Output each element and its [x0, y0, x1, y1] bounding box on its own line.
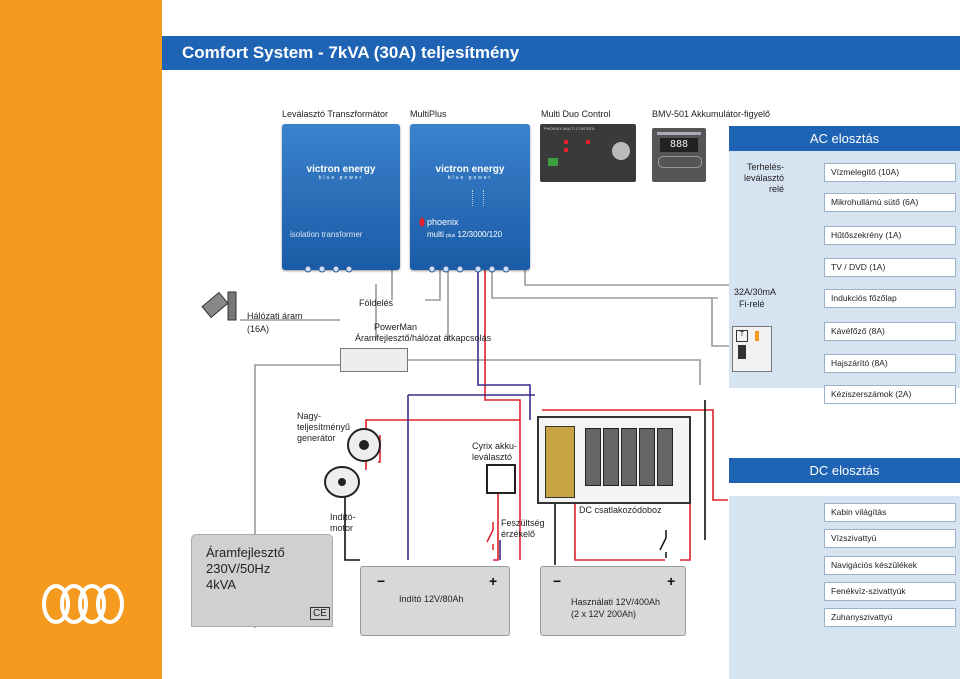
- ac-load-item: Vízmelegítő (10A): [824, 163, 956, 182]
- ce-mark: CE: [310, 607, 330, 620]
- dc-load-item: Navigációs készülékek: [824, 556, 956, 575]
- house-battery-label: Használati 12V/400Ah: [571, 597, 661, 607]
- dc-fuse: [657, 428, 673, 486]
- main-busbar: [545, 426, 575, 498]
- multi-model-plus: plus: [446, 233, 456, 239]
- multi-model-rating: 12/3000/120: [457, 230, 503, 239]
- dc-fuse: [621, 428, 637, 486]
- bmv-display: 888: [660, 138, 698, 152]
- shore-plug-icon: [201, 291, 237, 321]
- alternator-icon: [347, 428, 381, 462]
- dc-box-label: DC csatlakozódoboz: [579, 505, 662, 515]
- grid-power-label: Hálózati áram (16A): [247, 311, 303, 334]
- rcd-name: Fi-relé: [739, 299, 765, 309]
- generator-name: Áramfejlesztő: [206, 545, 285, 560]
- starter-label: Indító-motor: [330, 512, 356, 533]
- starter-battery: − + Indító 12V/80Ah: [360, 566, 510, 636]
- duo-led-red: [564, 140, 568, 144]
- ac-load-item: TV / DVD (1A): [824, 258, 956, 277]
- accent-strip: [0, 0, 162, 679]
- page-title: Comfort System - 7kVA (30A) teljesítmény: [162, 36, 960, 70]
- isolation-transformer: victron energy blue power isolation tran…: [282, 124, 400, 270]
- starter-neg-terminal: −: [377, 573, 386, 589]
- load-relay-label: Terhelés-leválasztó relé: [743, 162, 784, 194]
- duo-knob-icon: [612, 142, 630, 160]
- phoenix-flame-icon: [419, 217, 425, 227]
- rcd-test-button: T: [736, 330, 748, 342]
- ac-load-item: Kávéfőző (8A): [824, 322, 956, 341]
- multi-brand-logo: victron energy: [435, 164, 505, 175]
- multi-model-prefix: multi: [427, 230, 444, 239]
- bmv-buttons: [658, 156, 702, 168]
- dc-distribution-box: [537, 416, 691, 504]
- ac-load-item: Hajszárító (8A): [824, 354, 956, 373]
- ac-load-item: Indukciós főzőlap: [824, 289, 956, 308]
- house-battery-sub-label: (2 x 12V 200Ah): [571, 609, 637, 619]
- cyrix-label: Cyrix akku-leválasztó: [472, 441, 518, 462]
- dc-load-item: Vízszivattyú: [824, 529, 956, 548]
- dc-panel-title: DC elosztás: [729, 458, 960, 483]
- rcd-rating: 32A/30mA: [734, 287, 777, 297]
- main-switch-icon: [659, 530, 667, 558]
- sense-switch-icon: [486, 522, 494, 550]
- powerman-switch: [340, 348, 408, 372]
- rcd-lever: [738, 345, 746, 359]
- duo-heading: PHOENIX MULTI CONTROL: [544, 126, 596, 131]
- status-leds: [472, 190, 484, 206]
- ac-load-item: Mikrohullámú sütő (6A): [824, 193, 956, 212]
- multi-brand-tagline: blue power: [447, 175, 493, 181]
- dc-fuse: [639, 428, 655, 486]
- dc-load-item: Fenékvíz-szivattyúk: [824, 582, 956, 601]
- dc-load-item: Zuhanyszivattyú: [824, 608, 956, 627]
- ac-load-item: Kéziszerszámok (2A): [824, 385, 956, 404]
- brand-tagline: blue power: [318, 175, 364, 181]
- starter-pos-terminal: +: [489, 573, 498, 589]
- powerman-sub-label: Áramfejlesztő/hálózat átkapcsolás: [355, 333, 492, 343]
- rcd-indicator: [755, 331, 759, 341]
- dc-fuse: [603, 428, 619, 486]
- multiplus-inverter: victron energy blue power phoenix multi …: [410, 124, 530, 270]
- house-neg-terminal: −: [553, 573, 562, 589]
- generator-voltage: 230V/50Hz: [206, 561, 271, 576]
- duo-led-red-3: [586, 140, 590, 144]
- voltage-sensing-label: Feszültség érzékelő: [501, 518, 545, 539]
- brand-logo: victron energy: [306, 164, 376, 175]
- dc-fuse: [585, 428, 601, 486]
- bmv-monitor: 888: [652, 128, 706, 182]
- multi-brand: phoenix: [427, 217, 459, 227]
- starter-battery-label: Indító 12V/80Ah: [399, 594, 464, 604]
- alternator-label: Nagy-teljesítményű generátor: [297, 411, 351, 443]
- house-pos-terminal: +: [667, 573, 676, 589]
- terminal-block: [304, 265, 510, 273]
- generator-power: 4kVA: [206, 577, 237, 592]
- ac-load-item: Hűtőszekrény (1A): [824, 226, 956, 245]
- generator-unit: Áramfejlesztő 230V/50Hz 4kVA CE: [191, 534, 333, 627]
- powerman-label: PowerMan: [374, 322, 418, 332]
- starter-motor-icon: [324, 466, 360, 498]
- duo-led-red-2: [564, 148, 568, 152]
- label-transformer: Leválasztó Transzformátor: [282, 109, 389, 119]
- cyrix-device: [486, 464, 516, 494]
- duo-switch: [548, 158, 558, 166]
- label-duo-control: Multi Duo Control: [541, 109, 611, 119]
- dc-load-item: Kabin világítás: [824, 503, 956, 522]
- rcd-breaker: T: [732, 326, 772, 372]
- victron-logo-icon: [42, 584, 124, 624]
- label-multiplus: MultiPlus: [410, 109, 447, 119]
- label-bmv: BMV-501 Akkumulátor-figyelő: [652, 109, 771, 119]
- transformer-text: isolation transformer: [290, 230, 363, 239]
- earthing-label: Földelés: [359, 298, 394, 308]
- duo-control-panel: PHOENIX MULTI CONTROL: [540, 124, 636, 182]
- ac-panel-title: AC elosztás: [729, 126, 960, 151]
- house-battery: − + Használati 12V/400Ah (2 x 12V 200Ah): [540, 566, 686, 636]
